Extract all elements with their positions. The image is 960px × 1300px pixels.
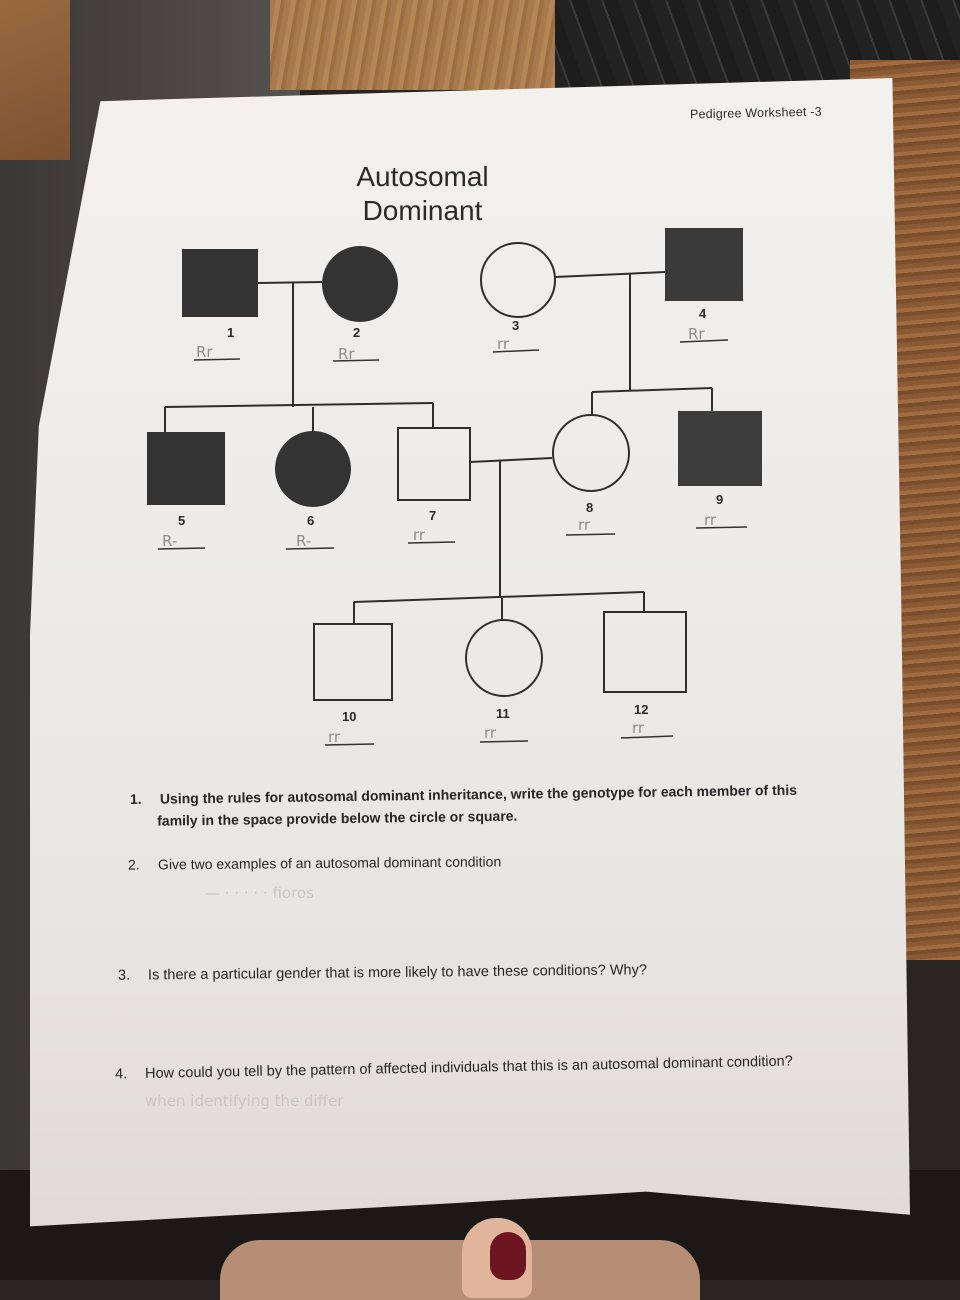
individual-10-number: 10 bbox=[342, 709, 356, 724]
individual-7-genotype-input[interactable]: rr bbox=[413, 526, 426, 544]
painted-nail bbox=[490, 1232, 526, 1280]
question-2-text: Give two examples of an autosomal domina… bbox=[157, 853, 502, 873]
individual-2-affected-female bbox=[322, 246, 398, 322]
pedigree-lines bbox=[164, 271, 713, 624]
question-4-number: 4. bbox=[114, 1066, 128, 1083]
title-line-2: Dominant bbox=[362, 195, 483, 226]
individual-9-number: 9 bbox=[716, 492, 723, 507]
individual-8-unaffected-female bbox=[552, 414, 630, 492]
individual-8-number: 8 bbox=[586, 500, 593, 515]
individual-12-genotype-input[interactable]: rr bbox=[632, 719, 645, 737]
individual-1-affected-male bbox=[182, 249, 258, 317]
background-wood-corner bbox=[0, 0, 70, 160]
individual-4-genotype-input[interactable]: Rr bbox=[688, 325, 705, 343]
question-1-number: 1. bbox=[129, 790, 142, 808]
individual-2-genotype-input[interactable]: Rr bbox=[338, 345, 355, 363]
individual-12-number: 12 bbox=[634, 702, 648, 717]
individual-3-number: 3 bbox=[512, 318, 519, 333]
question-2: 2. Give two examples of an autosomal domi… bbox=[128, 850, 501, 875]
individual-7-number: 7 bbox=[429, 508, 436, 523]
background-wood-table bbox=[270, 0, 570, 90]
individual-5-affected-male bbox=[147, 432, 225, 505]
individual-8-genotype-input[interactable]: rr bbox=[578, 516, 591, 534]
individual-9-genotype-input[interactable]: rr bbox=[704, 511, 717, 529]
individual-5-genotype-input[interactable]: R- bbox=[162, 532, 177, 550]
hand bbox=[220, 1240, 700, 1300]
individual-1-number: 1 bbox=[227, 325, 234, 340]
question-3-text: Is there a particular gender that is mor… bbox=[147, 962, 647, 984]
individual-11-number: 11 bbox=[496, 706, 510, 721]
pedigree-chart: 1 2 3 4 5 6 7 8 9 10 11 12 Rr Rr rr Rr R… bbox=[147, 228, 762, 746]
title-line-1: Autosomal bbox=[356, 161, 489, 192]
individual-12-unaffected-male bbox=[603, 611, 687, 693]
question-2-answer[interactable]: — · · · · · fioros bbox=[205, 884, 314, 902]
individual-10-genotype-input[interactable]: rr bbox=[328, 728, 341, 746]
individual-4-number: 4 bbox=[699, 306, 707, 321]
individual-9-affected-male bbox=[678, 411, 762, 486]
individual-10-unaffected-male bbox=[313, 623, 393, 701]
individual-6-number: 6 bbox=[307, 513, 314, 528]
individual-1-genotype-input[interactable]: Rr bbox=[196, 343, 213, 361]
worksheet-paper bbox=[30, 78, 910, 1227]
individual-11-genotype-input[interactable]: rr bbox=[484, 724, 497, 742]
individual-6-affected-female bbox=[275, 431, 351, 507]
individual-3-unaffected-female bbox=[480, 242, 556, 318]
individual-4-affected-male bbox=[665, 228, 743, 301]
genotype-blanks bbox=[157, 339, 748, 746]
question-2-number: 2. bbox=[127, 856, 140, 873]
individual-2-number: 2 bbox=[353, 325, 360, 340]
page-title: Autosomal Dominant bbox=[345, 160, 500, 228]
individual-6-genotype-input[interactable]: R- bbox=[296, 532, 311, 550]
question-4-answer[interactable]: when identifying the differ bbox=[145, 1092, 344, 1110]
question-3-number: 3. bbox=[117, 967, 131, 984]
individual-11-unaffected-female bbox=[465, 619, 543, 697]
individual-5-number: 5 bbox=[178, 513, 185, 528]
individual-3-genotype-input[interactable]: rr bbox=[497, 335, 510, 353]
individual-7-unaffected-male bbox=[397, 427, 471, 501]
